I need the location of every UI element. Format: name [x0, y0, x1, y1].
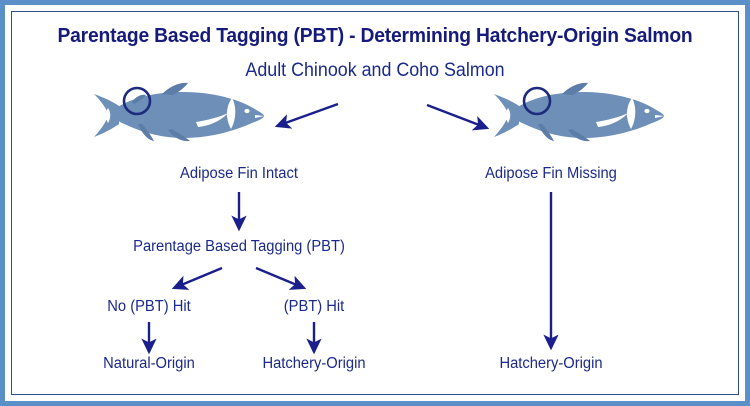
node-natural-origin: Natural-Origin	[103, 355, 195, 372]
salmon-body-icon	[494, 82, 664, 142]
salmon-body-icon	[94, 82, 264, 142]
salmon-fin-missing-illustration	[492, 82, 672, 146]
arrow-to-fin-missing	[426, 103, 490, 131]
node-no-pbt-hit: No (PBT) Hit	[107, 298, 191, 315]
adipose-fin-shape	[132, 94, 146, 104]
page-subtitle: Adult Chinook and Coho Salmon	[245, 60, 505, 81]
node-hatchery-origin-left: Hatchery-Origin	[262, 355, 366, 372]
node-adipose-fin-intact: Adipose Fin Intact	[180, 165, 298, 182]
adipose-fin-highlight-circle	[522, 86, 552, 116]
adipose-fin-highlight-circle	[122, 86, 152, 116]
node-parentage-based-tagging: Parentage Based Tagging (PBT)	[133, 238, 345, 255]
node-hatchery-origin-right: Hatchery-Origin	[499, 355, 603, 372]
node-adipose-fin-missing: Adipose Fin Missing	[485, 165, 617, 182]
arrow-pbt-to-hit	[255, 266, 307, 290]
node-pbt-hit: (PBT) Hit	[283, 298, 345, 315]
salmon-fin-intact-illustration	[92, 82, 272, 146]
page-title: Parentage Based Tagging (PBT) - Determin…	[57, 24, 693, 47]
arrow-to-fin-intact	[274, 102, 339, 129]
arrow-pbt-to-no-hit	[171, 266, 223, 290]
